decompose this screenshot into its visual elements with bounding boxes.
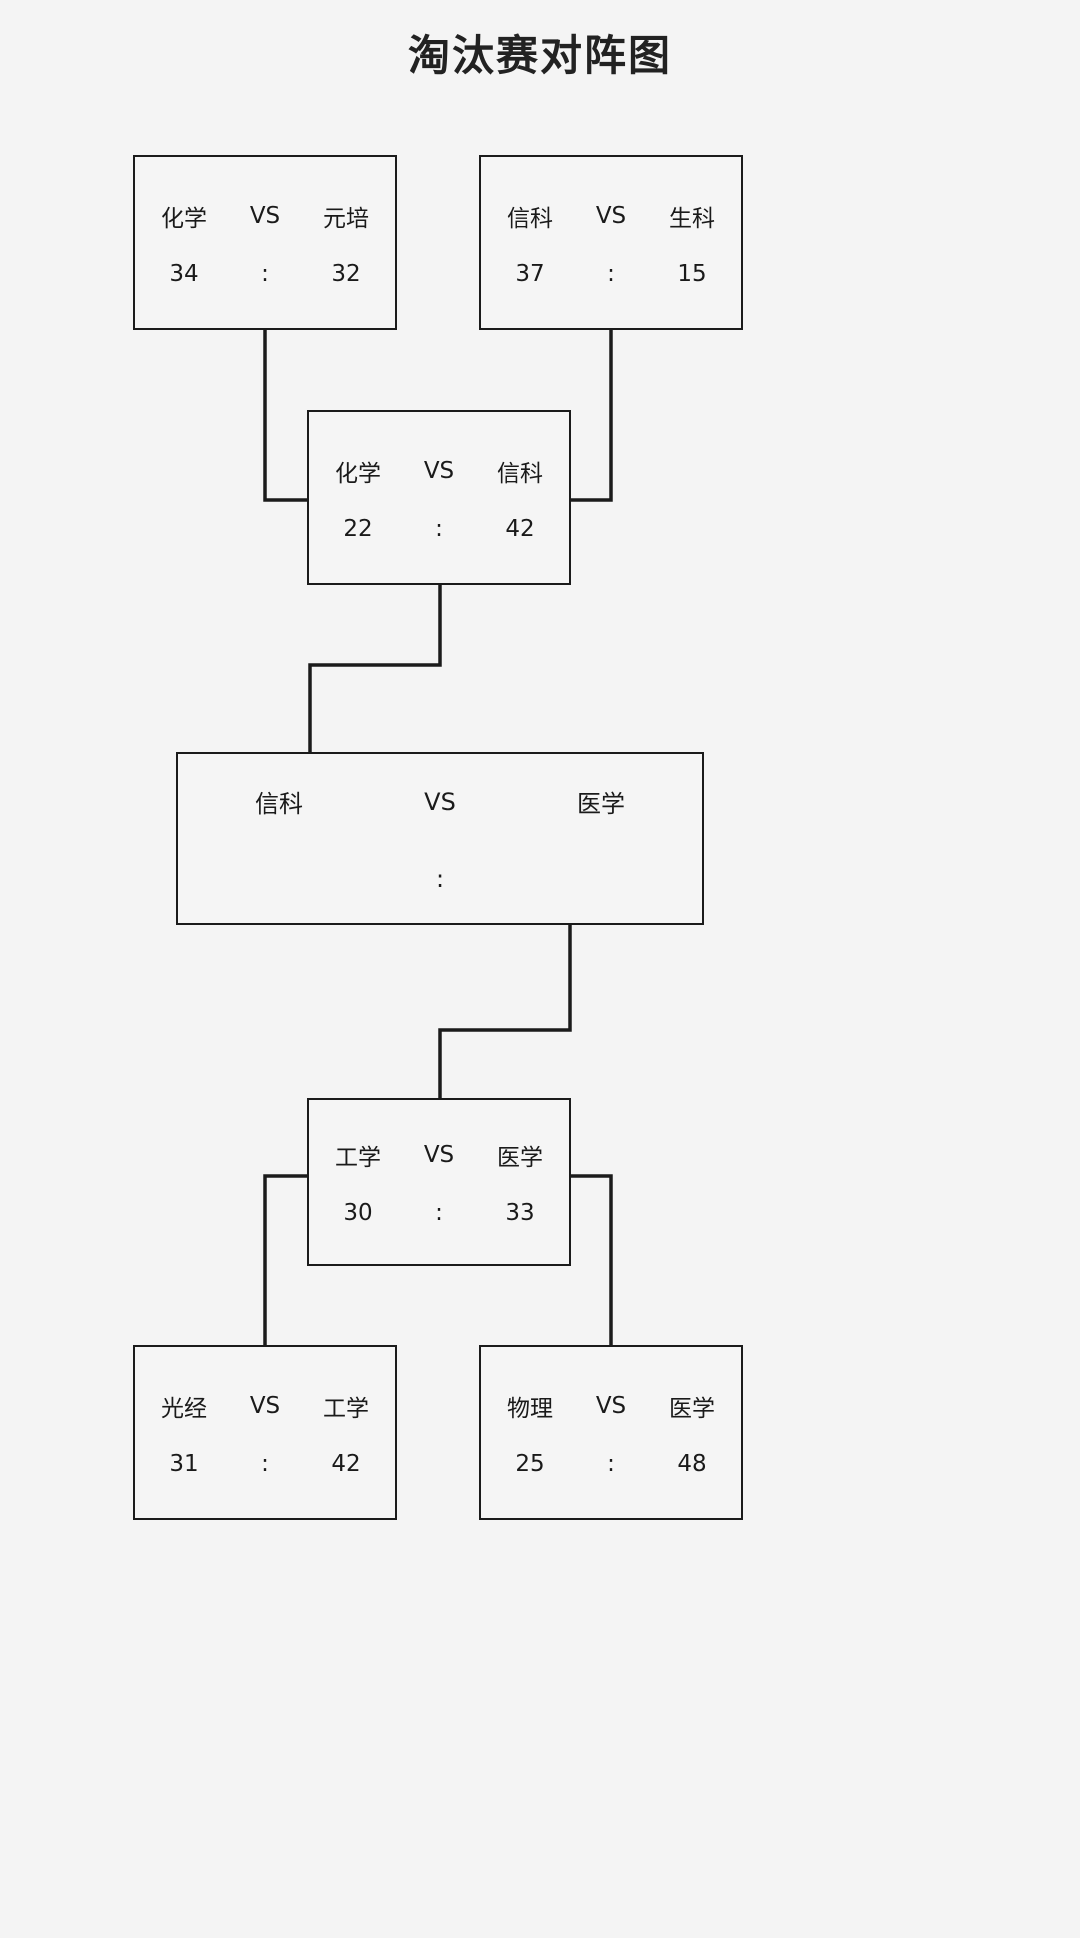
right-team-name: 医学: [497, 1145, 543, 1171]
team-row: 化学 VS 元培: [135, 199, 395, 233]
match-box-sf-lower[interactable]: 工学 VS 医学 30 : 33: [307, 1098, 571, 1266]
right-team-name: 医学: [577, 790, 625, 818]
score-separator: :: [435, 865, 445, 893]
right-score: 42: [505, 515, 535, 542]
right-score: 32: [331, 260, 361, 287]
left-score: 31: [169, 1450, 199, 1477]
score-row: 31 : 42: [135, 1451, 395, 1477]
right-team-name: 医学: [669, 1395, 715, 1422]
vs-label: VS: [423, 1142, 455, 1168]
left-score: 25: [515, 1450, 545, 1477]
right-team-name: 信科: [497, 460, 543, 487]
score-separator: :: [435, 1200, 443, 1226]
right-score: 15: [677, 260, 707, 287]
left-team-name: 信科: [507, 205, 553, 232]
right-score: 48: [677, 1450, 707, 1477]
left-score: 37: [515, 260, 545, 287]
match-box-sf-upper[interactable]: 化学 VS 信科 22 : 42: [307, 410, 571, 585]
right-team-name: 生科: [669, 205, 715, 232]
vs-label: VS: [249, 202, 281, 229]
score-separator: :: [435, 515, 443, 542]
team-row: 工学 VS 医学: [309, 1138, 569, 1172]
score-row: 30 : 33: [309, 1200, 569, 1226]
score-row: 25 : 48: [481, 1451, 741, 1477]
left-team-name: 工学: [335, 1145, 381, 1171]
score-row: 34 : 32: [135, 261, 395, 287]
right-team-name: 工学: [323, 1395, 369, 1422]
vs-label: VS: [595, 202, 627, 229]
left-team-name: 信科: [255, 790, 303, 818]
team-row: 化学 VS 信科: [309, 454, 569, 488]
team-row: 物理 VS 医学: [481, 1389, 741, 1423]
match-box-qf-upper-left[interactable]: 化学 VS 元培 34 : 32: [133, 155, 397, 330]
left-score: 22: [343, 515, 373, 542]
right-score: 33: [505, 1200, 535, 1226]
vs-label: VS: [424, 787, 456, 816]
team-row: 光经 VS 工学: [135, 1389, 395, 1423]
score-separator: :: [607, 260, 615, 287]
score-row: :: [178, 865, 702, 893]
score-separator: :: [261, 1450, 269, 1477]
match-box-qf-lower-left[interactable]: 光经 VS 工学 31 : 42: [133, 1345, 397, 1520]
team-row: 信科 VS 医学: [178, 784, 702, 819]
left-team-name: 化学: [161, 205, 207, 232]
vs-label: VS: [249, 1392, 281, 1419]
left-team-name: 物理: [507, 1395, 553, 1422]
page-title: 淘汰赛对阵图: [407, 31, 672, 80]
left-score: 34: [169, 260, 199, 287]
match-box-final[interactable]: 信科 VS 医学 :: [176, 752, 704, 925]
team-row: 信科 VS 生科: [481, 199, 741, 233]
score-separator: :: [261, 260, 269, 287]
match-box-qf-lower-right[interactable]: 物理 VS 医学 25 : 48: [479, 1345, 743, 1520]
vs-label: VS: [423, 457, 455, 484]
match-box-qf-upper-right[interactable]: 信科 VS 生科 37 : 15: [479, 155, 743, 330]
right-team-name: 元培: [323, 205, 369, 232]
left-team-name: 光经: [161, 1395, 207, 1422]
vs-label: VS: [595, 1392, 627, 1419]
score-row: 22 : 42: [309, 516, 569, 542]
left-team-name: 化学: [335, 460, 381, 487]
left-score: 30: [343, 1200, 373, 1226]
score-separator: :: [607, 1450, 615, 1477]
score-row: 37 : 15: [481, 261, 741, 287]
right-score: 42: [331, 1450, 361, 1477]
